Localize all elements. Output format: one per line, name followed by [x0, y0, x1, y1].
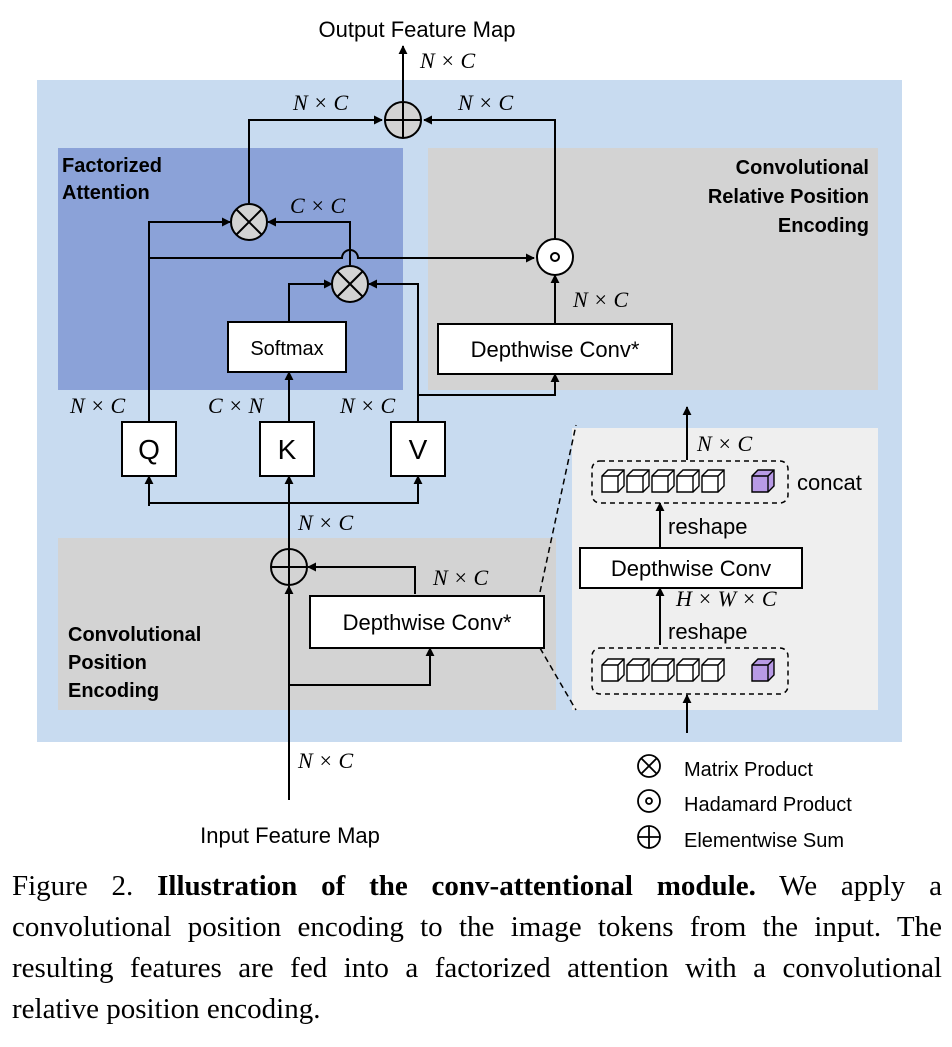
dim-input: N × C [297, 748, 354, 773]
concat-label: concat [797, 470, 862, 495]
k-box: K [259, 421, 315, 477]
figure-caption: Figure 2. Illustration of the conv-atten… [12, 866, 942, 1030]
dim-cxc: C × C [290, 193, 346, 218]
otimes-icon [637, 754, 661, 778]
token-row-bottom [591, 647, 789, 695]
dim-qkv-in: N × C [297, 510, 354, 535]
elementwise-sum-cpe-icon [270, 548, 308, 586]
odot-icon [637, 789, 661, 813]
reshape-bottom-label: reshape [668, 619, 748, 644]
dim-v-in: N × C [339, 393, 396, 418]
dim-out-top: N × C [419, 48, 476, 73]
dim-sum-right: N × C [457, 90, 514, 115]
svg-text:K: K [278, 434, 297, 465]
token-row-top [591, 460, 789, 504]
softmax-box: Softmax [227, 321, 347, 373]
svg-text:Depthwise Conv*: Depthwise Conv* [343, 610, 512, 635]
legend-label: Elementwise Sum [684, 830, 844, 852]
svg-text:Depthwise Conv: Depthwise Conv [611, 556, 771, 581]
dim-conv-out: N × C [572, 287, 629, 312]
dim-cpe-conv-out: N × C [432, 565, 489, 590]
dim-zoom-hwc: H × W × C [675, 586, 777, 611]
caption-bold: Illustration of the conv-attentional mod… [157, 870, 756, 902]
dim-k-in: C × N [208, 393, 265, 418]
elementwise-sum-top-icon [384, 101, 422, 139]
dim-sum-left: N × C [292, 90, 349, 115]
caption-prefix: Figure 2. [12, 870, 134, 902]
dim-q-in: N × C [69, 393, 126, 418]
zoom-depthwise-conv-box: Depthwise Conv [579, 547, 803, 589]
svg-text:V: V [409, 434, 428, 465]
q-box: Q [121, 421, 177, 477]
output-feature-map-label: Output Feature Map [319, 17, 516, 42]
legend-label: Hadamard Product [684, 794, 852, 816]
matrix-product-inner-icon [331, 265, 369, 303]
svg-text:Depthwise Conv*: Depthwise Conv* [471, 337, 640, 362]
svg-text:Softmax: Softmax [250, 338, 323, 360]
matrix-product-outer-icon [230, 203, 268, 241]
v-box: V [390, 421, 446, 477]
oplus-icon [637, 825, 661, 849]
crpe-depthwise-conv-box: Depthwise Conv* [437, 323, 673, 375]
legend-label: Matrix Product [684, 759, 813, 781]
cpe-depthwise-conv-box: Depthwise Conv* [309, 595, 545, 649]
input-feature-map-label: Input Feature Map [200, 823, 380, 848]
legend: Matrix Product Hadamard Product Elementw… [637, 754, 852, 852]
hadamard-product-icon [536, 238, 574, 276]
caption-text: We apply a convolutional position encodi… [12, 870, 942, 1025]
dim-zoom-out: N × C [696, 431, 753, 456]
svg-text:Q: Q [138, 434, 160, 465]
reshape-top-label: reshape [668, 514, 748, 539]
